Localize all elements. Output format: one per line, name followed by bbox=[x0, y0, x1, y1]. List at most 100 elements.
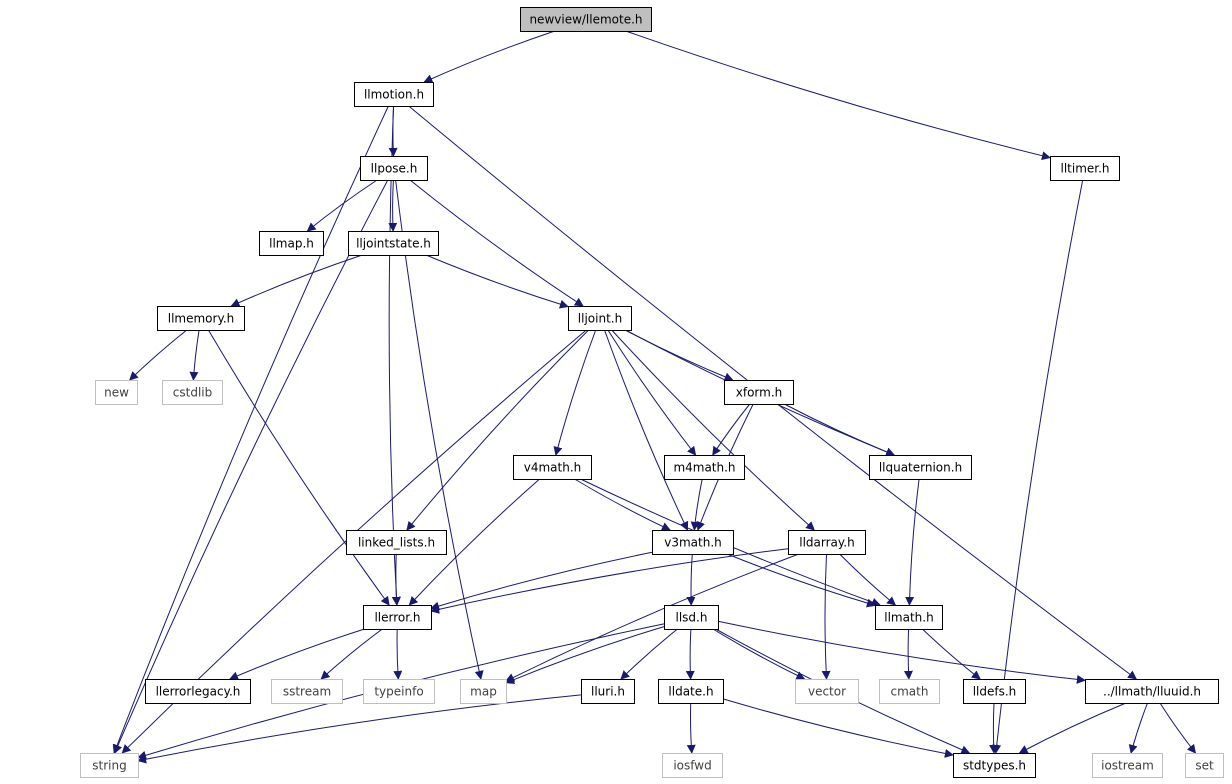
node-label: string bbox=[92, 759, 126, 773]
edge-llmath-to-lldefs bbox=[922, 628, 981, 680]
node-label: llerrorlegacy.h bbox=[156, 685, 241, 699]
node-iosfwd: iosfwd bbox=[662, 753, 723, 778]
node-box bbox=[953, 753, 1036, 778]
node-llpose[interactable]: llpose.h bbox=[360, 156, 428, 181]
edge-lldarray-to-llmath bbox=[839, 553, 897, 606]
node-label: llmath.h bbox=[884, 611, 933, 625]
edge-llsd-to-map bbox=[505, 626, 665, 684]
node-label: v3math.h bbox=[664, 536, 722, 550]
edge-m4math-to-v3math bbox=[690, 478, 703, 531]
node-llerrorlegacy[interactable]: llerrorlegacy.h bbox=[145, 679, 251, 704]
node-lljoint[interactable]: lljoint.h bbox=[568, 306, 632, 331]
edge-llquaternion-to-llmath bbox=[905, 478, 920, 606]
node-box bbox=[658, 679, 724, 704]
node-cmath: cmath bbox=[879, 679, 940, 704]
edge-lldarray-to-vector bbox=[821, 553, 831, 680]
edge-lldefs-to-stdtypes bbox=[989, 702, 999, 754]
node-box bbox=[157, 306, 245, 331]
node-box bbox=[271, 679, 343, 704]
node-label: stdtypes.h bbox=[963, 759, 1026, 773]
node-lldarray[interactable]: lldarray.h bbox=[788, 530, 866, 555]
node-xform[interactable]: xform.h bbox=[724, 380, 794, 405]
node-llmap[interactable]: llmap.h bbox=[259, 231, 324, 256]
node-m4math[interactable]: m4math.h bbox=[664, 455, 745, 480]
node-set: set bbox=[1185, 753, 1224, 778]
node-label: llmap.h bbox=[269, 237, 314, 251]
edge-llmemory-to-llerror bbox=[207, 329, 390, 606]
node-label: new bbox=[104, 386, 129, 400]
node-linked-lists[interactable]: linked_lists.h bbox=[346, 530, 447, 555]
edge-llmemory-to-cstdlib bbox=[189, 329, 200, 381]
node-llquaternion[interactable]: llquaternion.h bbox=[869, 455, 972, 480]
node-box bbox=[348, 231, 439, 256]
edge-llsd-to-lldate bbox=[685, 628, 695, 680]
edge-lldarray-to-llerror bbox=[430, 548, 789, 614]
node-box bbox=[724, 380, 794, 405]
node-root[interactable]: newview/llemote.h bbox=[520, 7, 652, 32]
edge-linked_lists-to-llerror bbox=[391, 553, 401, 606]
edge-llsd-to-lluuid bbox=[717, 620, 1086, 684]
edge-root-to-llmotion bbox=[423, 30, 555, 83]
node-llmotion[interactable]: llmotion.h bbox=[354, 82, 434, 107]
edge-lltimer-to-stdtypes bbox=[992, 179, 1084, 754]
node-stdtypes[interactable]: stdtypes.h bbox=[953, 753, 1036, 778]
node-label: llquaternion.h bbox=[879, 461, 962, 475]
edge-llmotion-to-string bbox=[112, 105, 389, 754]
node-box bbox=[346, 530, 447, 555]
edge-llpose-to-lljointstate bbox=[388, 179, 398, 232]
node-box bbox=[520, 7, 652, 32]
node-box bbox=[162, 380, 223, 405]
node-llerror[interactable]: llerror.h bbox=[363, 605, 432, 630]
edge-lldarray-to-map bbox=[505, 553, 799, 682]
edge-llsd-to-lluri bbox=[620, 628, 678, 680]
node-label: lldarray.h bbox=[799, 536, 854, 550]
node-llmemory[interactable]: llmemory.h bbox=[157, 306, 245, 331]
node-label: typeinfo bbox=[374, 685, 423, 699]
node-box bbox=[788, 530, 866, 555]
node-llsd[interactable]: llsd.h bbox=[664, 605, 719, 630]
node-v4math[interactable]: v4math.h bbox=[513, 455, 592, 480]
node-label: m4math.h bbox=[673, 461, 735, 475]
node-label: v4math.h bbox=[524, 461, 582, 475]
node-llmath[interactable]: llmath.h bbox=[875, 605, 943, 630]
node-label: lljoint.h bbox=[578, 312, 622, 326]
node-lldate[interactable]: lldate.h bbox=[658, 679, 724, 704]
edge-lljoint-to-m4math bbox=[607, 329, 697, 456]
edge-lljoint-to-v4math bbox=[553, 329, 597, 456]
node-label: lldate.h bbox=[668, 685, 713, 699]
edge-lluuid-to-set bbox=[1159, 702, 1197, 754]
edge-v3math-to-llmath bbox=[726, 553, 876, 608]
node-box bbox=[963, 679, 1026, 704]
edge-v3math-to-llerror bbox=[430, 551, 653, 611]
edge-llerror-to-sstream bbox=[320, 628, 383, 680]
node-lltimer[interactable]: lltimer.h bbox=[1050, 156, 1120, 181]
node-lljointstate[interactable]: lljointstate.h bbox=[348, 231, 439, 256]
node-lluuid[interactable]: ../llmath/lluuid.h bbox=[1085, 679, 1219, 704]
node-lldefs[interactable]: lldefs.h bbox=[963, 679, 1026, 704]
node-box bbox=[869, 455, 972, 480]
edge-v4math-to-v3math bbox=[574, 478, 671, 531]
node-label: llerror.h bbox=[374, 611, 420, 625]
edge-lldate-to-iosfwd bbox=[686, 702, 696, 754]
node-label: sstream bbox=[283, 685, 331, 699]
node-box bbox=[581, 679, 635, 704]
edge-lluri-to-string bbox=[137, 694, 582, 764]
edge-lljoint-to-xform bbox=[625, 329, 734, 382]
edge-lljoint-to-lldarray bbox=[611, 329, 815, 531]
edge-llmemory-to-new bbox=[129, 329, 188, 381]
node-box bbox=[568, 306, 632, 331]
node-box bbox=[95, 380, 138, 405]
node-label: llmotion.h bbox=[364, 88, 424, 102]
node-map: map bbox=[460, 679, 507, 704]
edge-root-to-lltimer bbox=[625, 30, 1051, 161]
node-box bbox=[664, 605, 719, 630]
node-lluri[interactable]: lluri.h bbox=[581, 679, 635, 704]
node-label: vector bbox=[808, 685, 846, 699]
edge-v4math-to-llerror bbox=[408, 478, 540, 606]
node-box bbox=[360, 156, 428, 181]
node-v3math[interactable]: v3math.h bbox=[652, 530, 734, 555]
node-box bbox=[1085, 679, 1219, 704]
node-iostream: iostream bbox=[1092, 753, 1163, 778]
node-label: lldefs.h bbox=[973, 685, 1017, 699]
